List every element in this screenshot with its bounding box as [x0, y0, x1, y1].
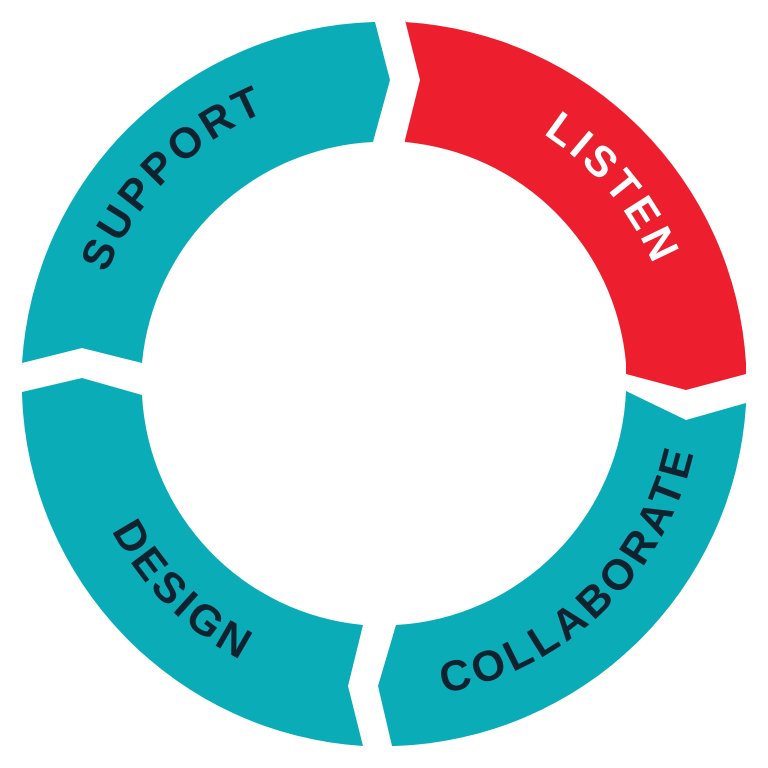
segment-design: DESIGN: [22, 378, 363, 746]
segment-collaborate: COLLABORATE: [378, 391, 746, 746]
segment-listen: LISTEN: [405, 20, 746, 390]
segment-design-shape: [22, 378, 363, 746]
segment-support: SUPPORT: [22, 22, 390, 363]
segment-support-shape: [22, 22, 390, 363]
segment-collaborate-shape: [378, 391, 746, 746]
segment-listen-shape: [405, 20, 746, 390]
